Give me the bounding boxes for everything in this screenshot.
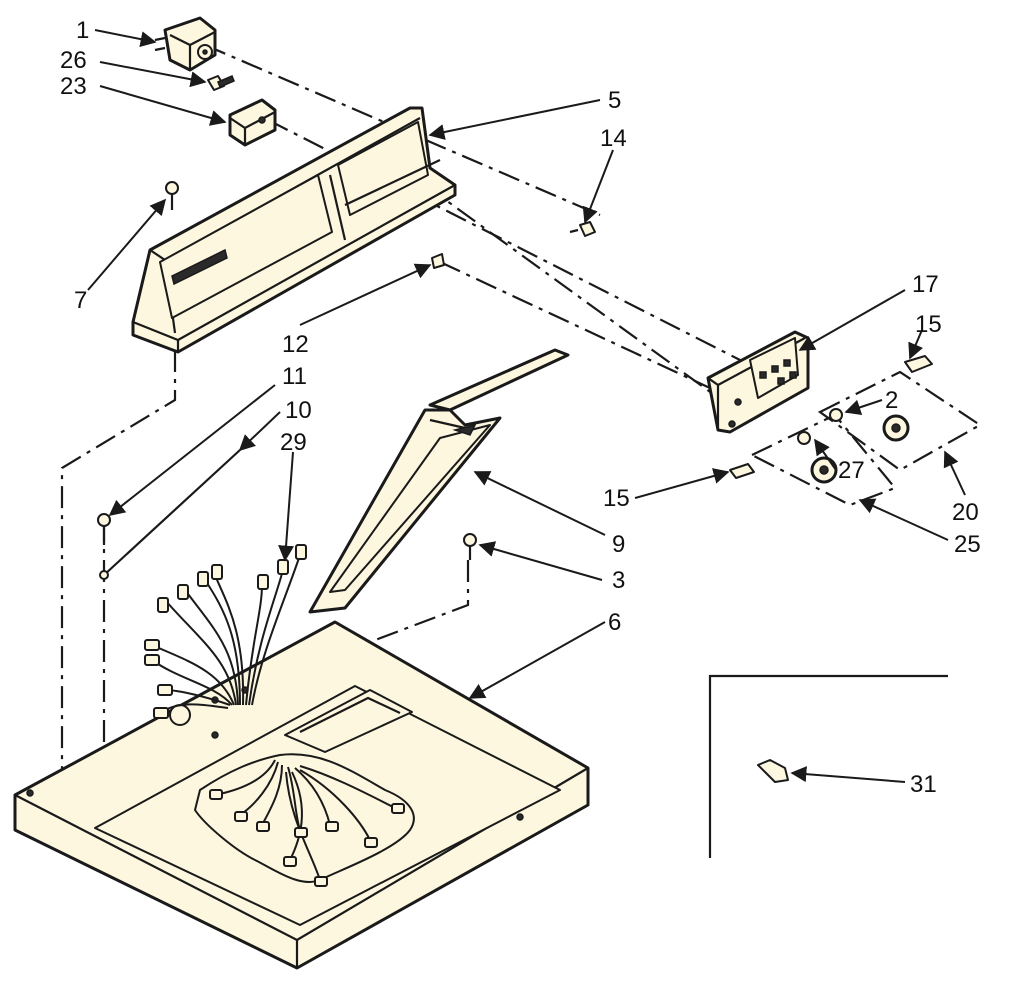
callout-10: 10 [285,397,312,424]
part-17-panel-bracket [706,330,810,434]
part-15-clip-lower [729,463,755,479]
callout-15-upper: 15 [915,311,942,338]
part-9-lint-filter [308,348,570,614]
callout-2: 2 [885,387,898,414]
callout-3: 3 [612,567,625,594]
callout-15-lower: 15 [603,485,630,512]
callout-6: 6 [608,609,621,636]
part-23-switch [228,98,277,147]
part-11-screw [97,513,111,545]
part-29-wiring-harness-top [144,544,307,719]
wiring-harness-lower [194,753,415,887]
part-2-knob [829,408,910,442]
callout-5: 5 [608,87,621,114]
callout-1: 1 [76,17,89,44]
callout-11: 11 [282,363,307,390]
callout-9: 9 [612,531,625,558]
callout-31: 31 [910,771,937,798]
callout-27: 27 [838,457,865,484]
part-12-clip [431,253,445,269]
callout-25: 25 [954,531,981,558]
part-25-knob-kit [749,413,897,507]
part-10-rod [99,449,241,580]
callout-20: 20 [952,499,979,526]
part-15-clip-upper [904,355,933,373]
callout-17: 17 [912,271,939,298]
part-26-screw [207,75,235,91]
leader-lines [87,29,966,783]
part-14-screw [569,221,596,237]
callout-labels: 1 26 23 5 14 7 12 17 15 2 11 10 29 27 20… [60,17,981,798]
callout-26: 26 [60,47,87,74]
part-1-timer [154,16,217,72]
part-5-control-panel [131,106,457,354]
part-20-knob-kit [817,370,983,472]
part-7-screw [165,181,179,210]
inset-box [708,674,948,858]
callout-14: 14 [600,125,627,152]
part-31-clip [757,759,789,783]
callout-7: 7 [74,287,87,314]
callout-12: 12 [282,331,309,358]
callout-29: 29 [280,429,307,456]
callout-23: 23 [60,73,87,100]
part-27-knob [797,431,838,484]
part-3-screw [463,533,477,560]
